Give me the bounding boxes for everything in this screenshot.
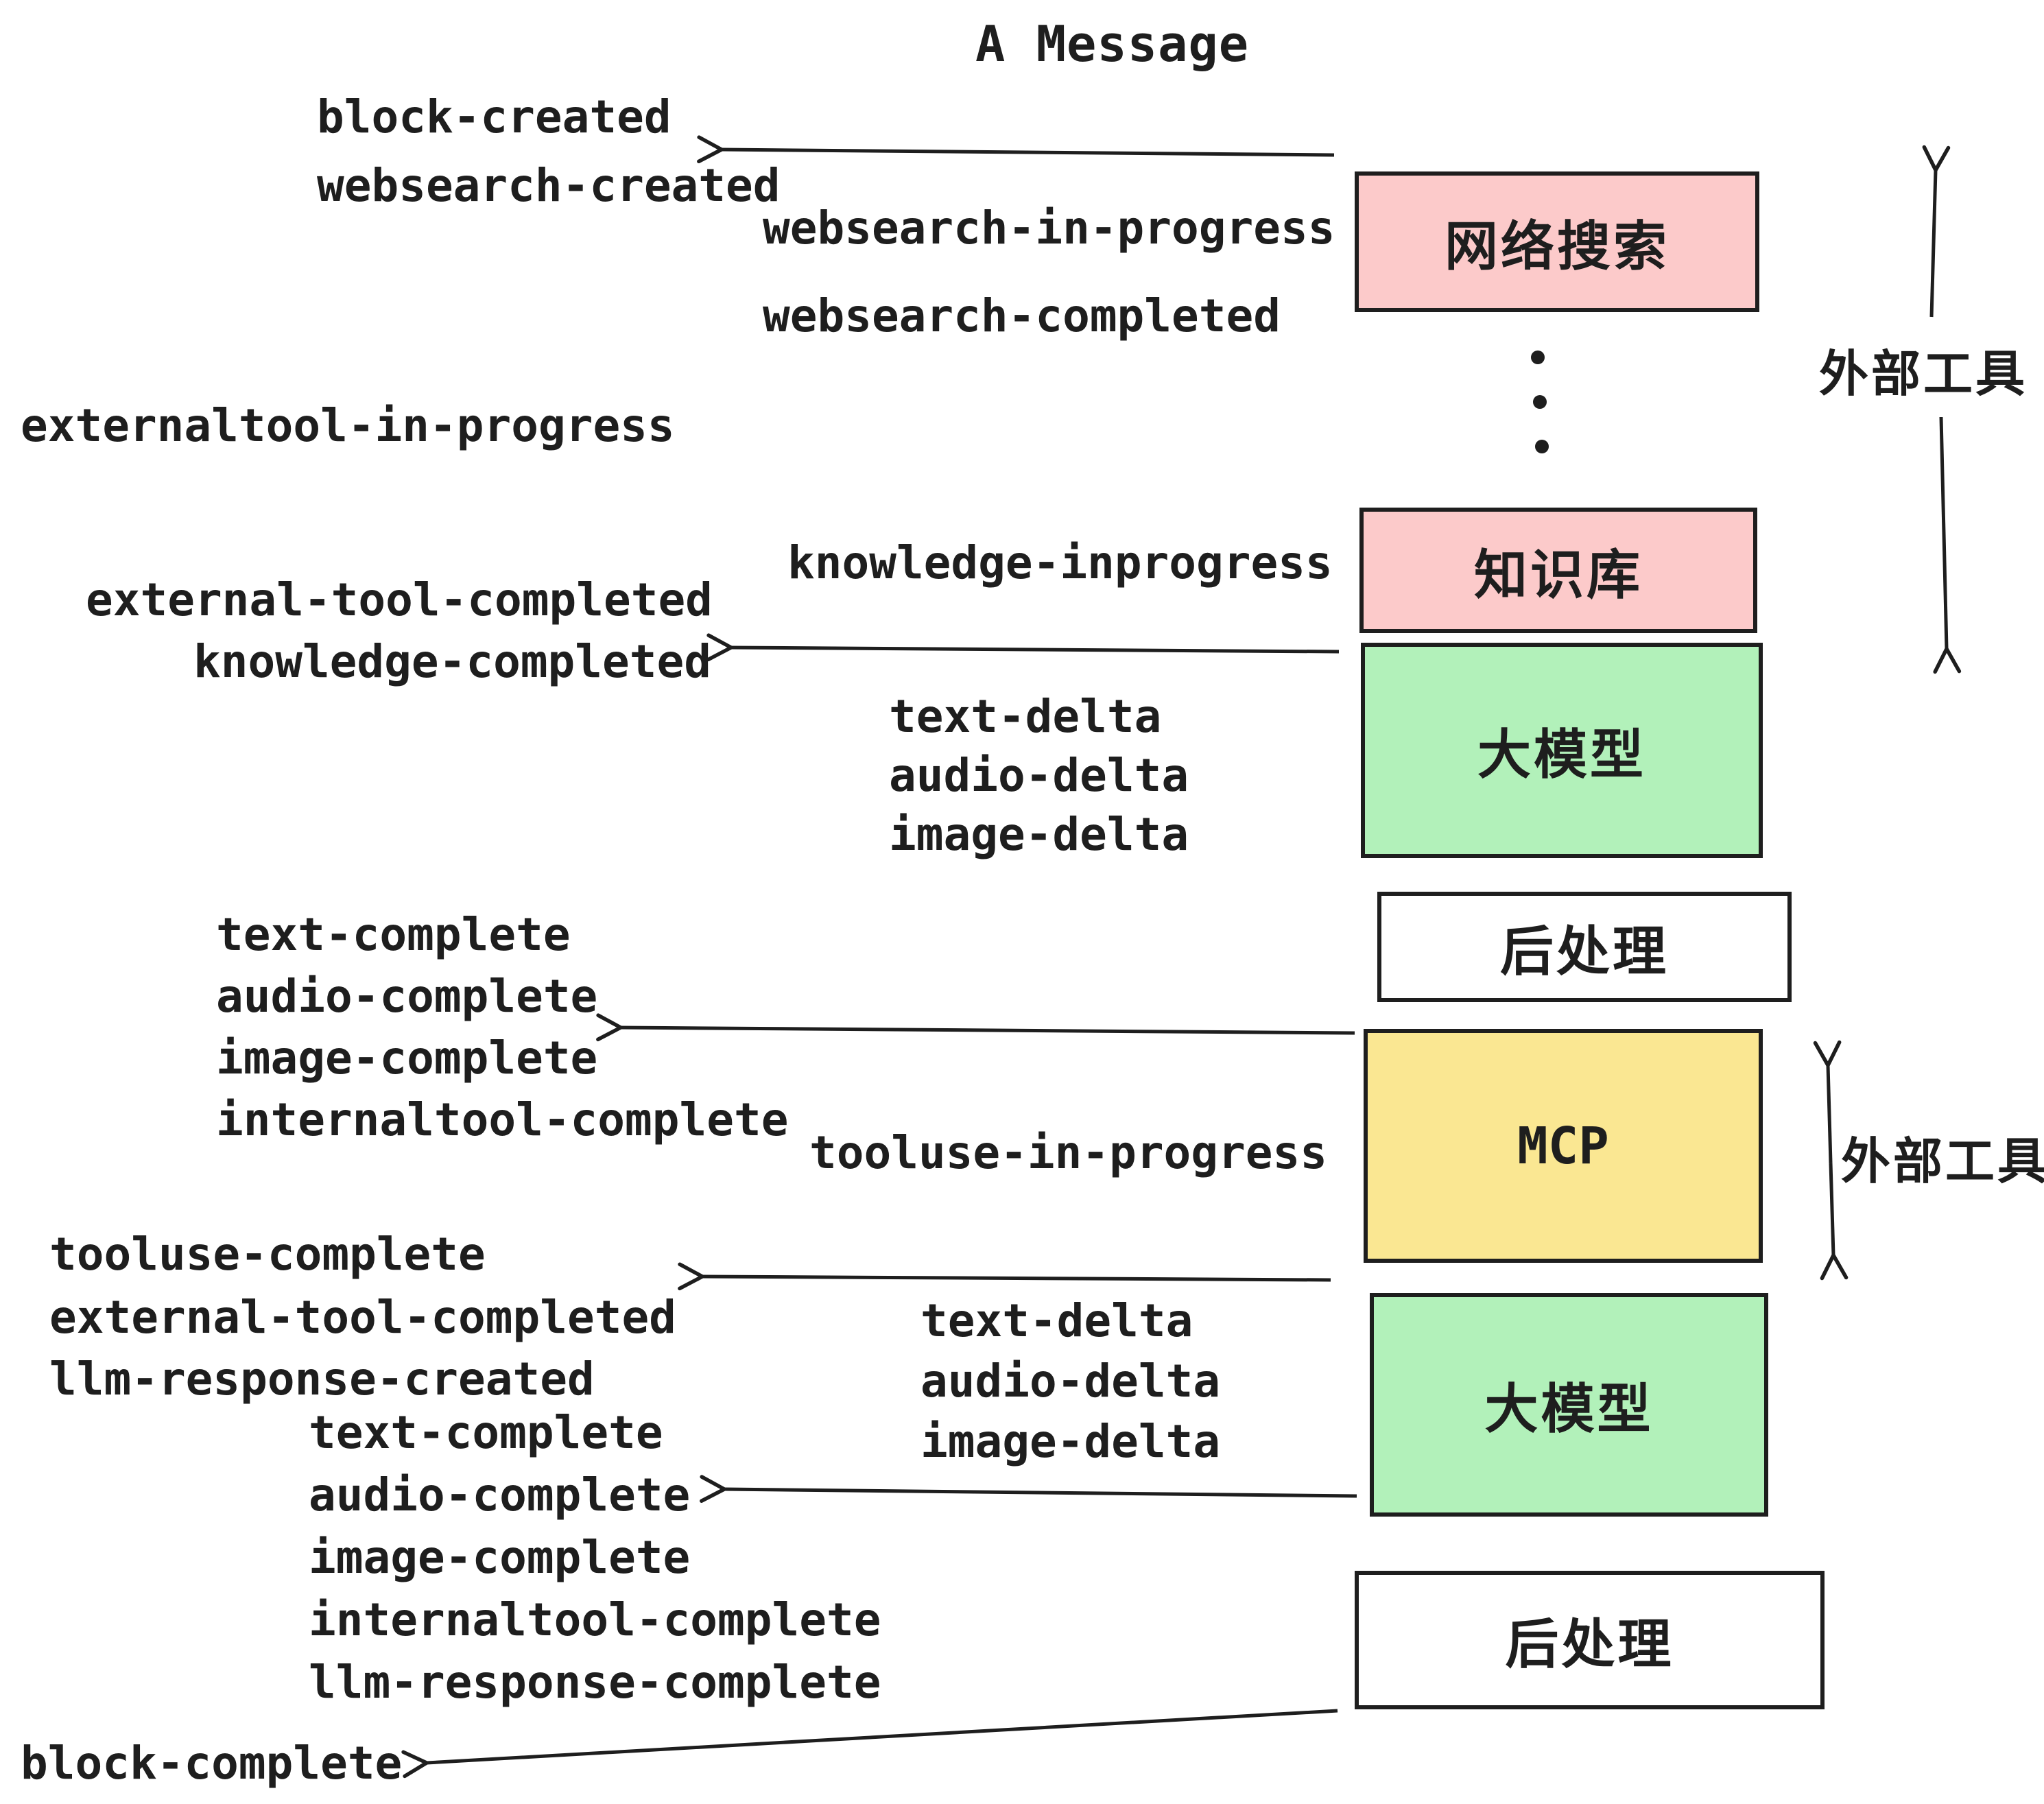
diagram-title: A Message (975, 15, 1250, 73)
arrow-llm2-to-complete-events (700, 1475, 1357, 1503)
event-knowledge-completed: knowledge-completed (193, 635, 711, 688)
event-text-complete-1: text-complete (216, 908, 571, 961)
event-external-tool-completed: external-tool-completed (86, 573, 713, 626)
external-tools-label-1: 外部工具 (1819, 347, 2028, 402)
event-block-created: block-created (317, 91, 672, 143)
external-tools-arrow-down (1933, 416, 1962, 674)
external-tools-label-2: 外部工具 (1841, 1135, 2044, 1189)
box-post-1: 后处理 (1377, 892, 1792, 1002)
event-text-delta-2: text-delta (920, 1294, 1193, 1347)
box-llm-1-label: 大模型 (1477, 724, 1646, 785)
mcp-external-tools-arrow-down (1820, 1163, 1849, 1281)
box-llm-2: 大模型 (1370, 1293, 1768, 1517)
event-image-complete-1: image-complete (216, 1032, 598, 1084)
box-llm-2-label: 大模型 (1484, 1379, 1654, 1439)
event-text-delta-1: text-delta (889, 690, 1162, 743)
box-mcp: MCP (1364, 1029, 1763, 1263)
event-websearch-created: websearch-created (317, 159, 781, 212)
event-websearch-in-progress: websearch-in-progress (763, 202, 1335, 254)
box-mcp-label: MCP (1517, 1116, 1609, 1176)
arrow-llm1-to-completed-events (706, 633, 1340, 662)
event-image-delta-1: image-delta (889, 808, 1189, 861)
ellipsis-dots (1531, 351, 1549, 453)
arrow-websearch-to-created-events (697, 135, 1335, 164)
event-image-delta-2: image-delta (920, 1415, 1221, 1468)
event-audio-complete-1: audio-complete (216, 970, 598, 1023)
box-post-2: 后处理 (1355, 1571, 1825, 1709)
event-externaltool-in-progress: externaltool-in-progress (21, 399, 675, 452)
event-audio-complete-2: audio-complete (309, 1469, 691, 1521)
event-knowledge-inprogress: knowledge-inprogress (787, 536, 1333, 589)
event-llm-response-complete: llm-response-complete (309, 1656, 881, 1709)
event-text-complete-2: text-complete (309, 1406, 663, 1459)
box-post-1-label: 后处理 (1499, 921, 1669, 982)
external-tools-arrow-up (1922, 145, 1951, 318)
event-tooluse-complete: tooluse-complete (49, 1228, 486, 1281)
box-knowledge: 知识库 (1359, 508, 1757, 633)
box-websearch-label: 网络搜索 (1444, 215, 1669, 276)
box-llm-1: 大模型 (1361, 643, 1763, 858)
box-knowledge-label: 知识库 (1473, 544, 1643, 605)
event-internaltool-complete-1: internaltool-complete (216, 1093, 789, 1146)
event-tooluse-in-progress: tooluse-in-progress (809, 1126, 1327, 1179)
event-internaltool-complete-2: internaltool-complete (309, 1593, 881, 1646)
event-websearch-completed: websearch-completed (763, 289, 1281, 342)
event-image-complete-2: image-complete (309, 1531, 691, 1584)
mcp-external-tools-arrow-up (1813, 1040, 1842, 1164)
arrow-post2-to-block-complete (401, 1709, 1338, 1779)
event-block-complete: block-complete (21, 1737, 403, 1790)
event-external-tool-completed-2: external-tool-completed (49, 1291, 676, 1344)
box-post-2-label: 后处理 (1505, 1614, 1674, 1674)
arrow-mcp-to-complete-events (596, 1013, 1355, 1042)
event-llm-response-created: llm-response-created (49, 1353, 595, 1405)
event-audio-delta-1: audio-delta (889, 749, 1189, 802)
event-audio-delta-2: audio-delta (920, 1355, 1221, 1408)
box-websearch: 网络搜索 (1355, 171, 1759, 312)
arrow-mcp-to-tooluse-complete (678, 1262, 1331, 1291)
